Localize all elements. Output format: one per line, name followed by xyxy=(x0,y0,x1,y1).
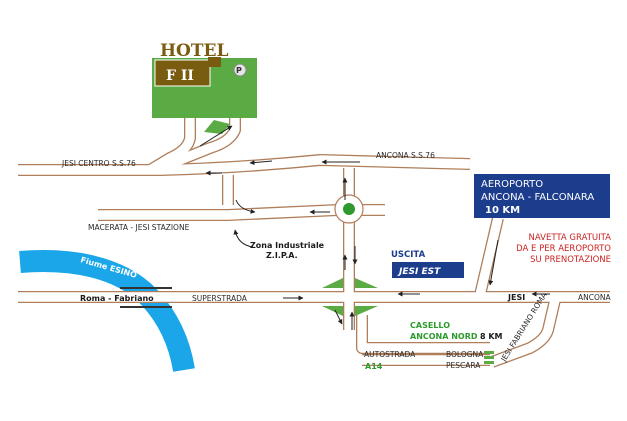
arrow-curve-lower xyxy=(233,229,254,248)
label-zipa: Z.I.P.A. xyxy=(266,251,298,260)
label-roma-fabriano: Roma - Fabriano xyxy=(80,294,154,303)
label-ancona-ss76: ANCONA S.S.76 xyxy=(376,151,435,160)
label-pescara: PESCARA xyxy=(446,361,481,370)
tollbooth-icon xyxy=(484,351,494,364)
roundabout-center xyxy=(343,203,355,215)
arrow-to-hotel xyxy=(199,125,233,147)
shuttle-line2: DA E PER AEROPORTO xyxy=(516,244,611,254)
parking-icon: P xyxy=(236,66,242,75)
interchange-greens xyxy=(322,278,378,316)
label-jesi: JESI xyxy=(507,293,525,302)
hotel-title: HOTEL xyxy=(160,41,228,61)
airport-line1: AEROPORTO xyxy=(481,179,543,190)
road-macerata-fill xyxy=(98,205,339,220)
hotel-block xyxy=(152,57,257,134)
tollbooth-line2: ANCONA NORD xyxy=(410,332,478,341)
tollbooth-distance: 8 KM xyxy=(480,332,503,341)
road-autostrada-fill xyxy=(357,315,490,353)
arrow-ss76-west-2 xyxy=(249,160,273,166)
label-a14: A14 xyxy=(365,362,383,371)
arrow-airport-south xyxy=(488,239,499,286)
arrow-curve-upper xyxy=(235,199,256,214)
exit-sign: JESI EST xyxy=(397,267,441,277)
direction-arrows xyxy=(199,125,550,330)
label-bologna: BOLOGNA xyxy=(446,350,484,359)
label-jesi-centro: JESI CENTRO S.S.76 xyxy=(61,159,136,168)
river-esino xyxy=(19,250,195,372)
shuttle-line3: SU PRENOTAZIONE xyxy=(530,255,611,265)
road-hotel-access-fill xyxy=(147,118,195,175)
label-ancona: ANCONA xyxy=(578,293,611,302)
bridge-marks xyxy=(120,287,172,308)
road-airport-link-fill xyxy=(475,216,503,297)
shuttle-line1: NAVETTA GRATUITA xyxy=(529,233,612,243)
tollbooth-line1: CASELLO xyxy=(410,321,450,330)
exit-sign-box xyxy=(392,262,464,278)
airport-line2: ANCONA - FALCONARA xyxy=(481,192,594,203)
label-zona-industriale: Zona Industriale xyxy=(250,241,325,250)
hotel-logo: F II xyxy=(166,68,194,84)
label-macerata: MACERATA - JESI STAZIONE xyxy=(88,223,190,232)
road-ss76-fill xyxy=(18,155,471,175)
airport-box xyxy=(474,174,610,218)
airport-line3: 10 KM xyxy=(485,205,520,216)
label-superstrada: SUPERSTRADA xyxy=(192,294,248,303)
road-jesi-fabriano-roma-fill xyxy=(490,298,560,367)
arrow-interchange-down xyxy=(334,309,343,325)
label-autostrada: AUTOSTRADA xyxy=(364,350,416,359)
road-hotel-exit-fill xyxy=(163,118,240,171)
exit-heading: USCITA xyxy=(391,250,426,260)
